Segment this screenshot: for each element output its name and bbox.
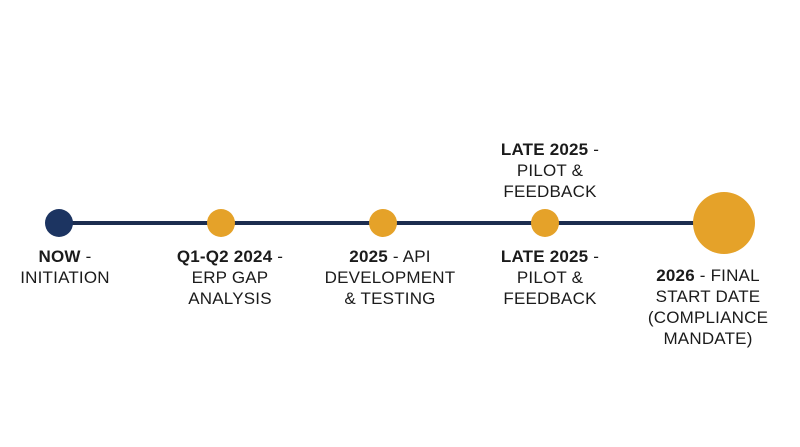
milestone-label-title: 2026: [656, 266, 695, 285]
milestone-label-now: NOW - INITIATION: [20, 247, 110, 287]
milestone-label-title: LATE 2025: [500, 247, 589, 266]
milestone-node-late-2025: [531, 209, 559, 237]
milestone-label-title: 2025: [349, 247, 388, 266]
milestone-label-late-2025-top: LATE 2025 - PILOT & FEEDBACK: [500, 140, 600, 201]
milestone-node-2025: [369, 209, 397, 237]
milestone-node-q1-q2-2024: [207, 209, 235, 237]
milestone-label-title: LATE 2025: [500, 140, 589, 159]
milestone-label-title: Q1-Q2 2024: [176, 247, 273, 266]
milestone-label-2025: 2025 - API DEVELOPMENT & TESTING: [324, 247, 456, 308]
milestone-node-2026: [693, 192, 755, 254]
milestone-label-title: NOW: [38, 247, 81, 266]
milestone-label-2026: 2026 - FINAL START DATE (COMPLIANCE MAND…: [647, 266, 769, 348]
milestone-node-now: [45, 209, 73, 237]
milestone-label-late-2025: LATE 2025 - PILOT & FEEDBACK: [500, 247, 600, 308]
milestone-label-q1-q2-2024: Q1-Q2 2024 - ERP GAP ANALYSIS: [176, 247, 284, 308]
